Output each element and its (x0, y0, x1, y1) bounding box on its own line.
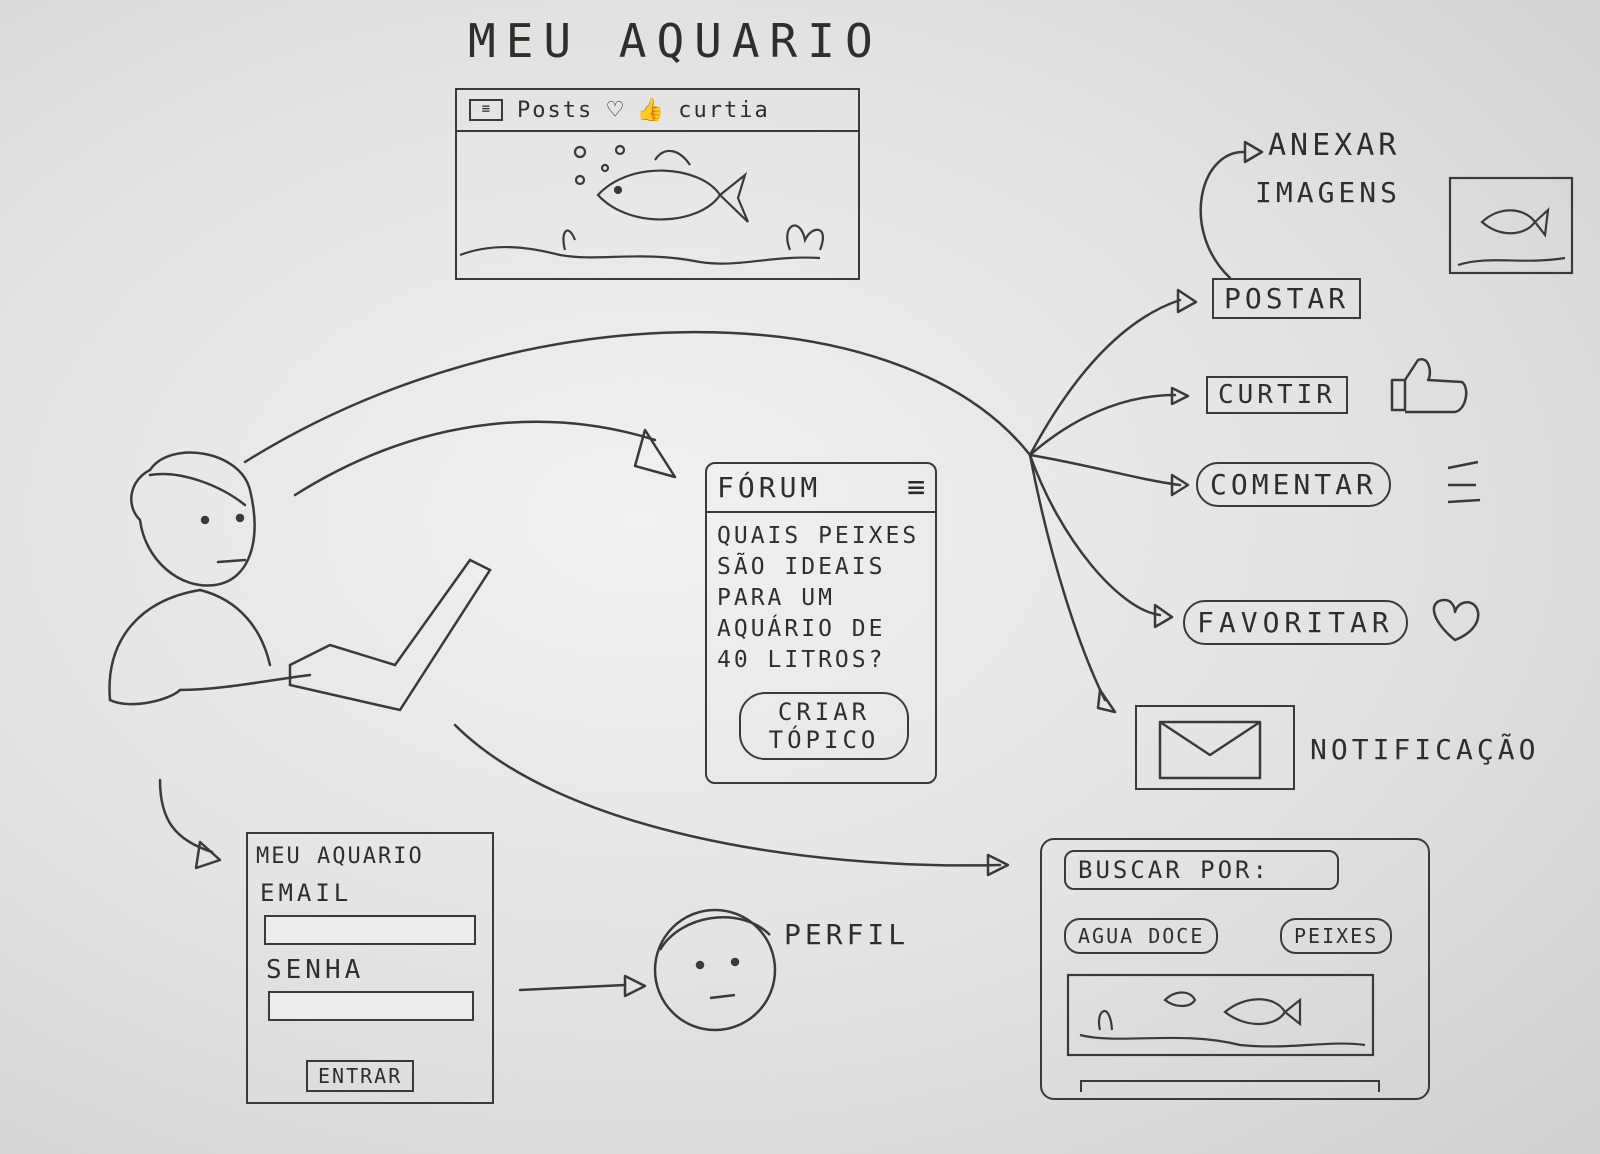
tab-curtia[interactable]: curtia (678, 97, 770, 123)
anexar-label-line2: IMAGENS (1255, 176, 1402, 209)
login-screen: MEU AQUARIO EMAIL SENHA ENTRAR (246, 832, 494, 1104)
arrow-hub-to-notificacao (1028, 453, 1107, 702)
arrowhead-forum (633, 428, 677, 479)
anexar-label-line1: ANEXAR (1268, 128, 1401, 163)
arrowhead-curtir (1170, 386, 1190, 406)
posts-list-icon: ≡ (469, 99, 503, 121)
tab-posts[interactable]: Posts (517, 97, 594, 123)
forum-menu-icon[interactable]: ≡ (906, 470, 925, 505)
thumbs-tab-icon[interactable]: 👍 (636, 97, 665, 123)
feed-tab-bar: ≡ Posts ♡ 👍 curtia (457, 90, 858, 132)
heart-icon (1432, 598, 1480, 642)
filter-agua-doce[interactable]: AGUA DOCE (1064, 918, 1219, 954)
menu-lines-icon (1447, 460, 1481, 504)
email-field[interactable] (264, 915, 476, 945)
arrow-user-to-hub (243, 330, 1032, 464)
arrowhead-profile (623, 974, 647, 998)
envelope-icon (1158, 720, 1262, 780)
enter-button[interactable]: ENTRAR (306, 1060, 415, 1092)
arrow-postar-to-anexar (1199, 150, 1247, 280)
app-title: MEU AQUARIO (468, 14, 883, 68)
forum-screen: FÓRUM ≡ QUAIS PEIXES SÃO IDEAIS PARA UM … (705, 462, 937, 784)
curtir-button[interactable]: CURTIR (1206, 376, 1348, 414)
arrowhead-comentar (1170, 473, 1190, 497)
search-bottom-bar[interactable] (1080, 1080, 1380, 1092)
search-screen: BUSCAR POR: AGUA DOCE PEIXES (1040, 838, 1430, 1100)
forum-title: FÓRUM (717, 471, 822, 504)
filter-peixes[interactable]: PEIXES (1280, 918, 1393, 954)
attached-image-icon (1448, 176, 1574, 275)
arrow-user-to-login (158, 778, 214, 854)
arrowhead-anexar (1243, 140, 1264, 164)
arrow-hub-to-postar (1028, 298, 1182, 457)
notificacao-label: NOTIFICAÇÃO (1310, 733, 1540, 766)
arrow-hub-to-comentar (1028, 453, 1182, 487)
senha-field[interactable] (268, 991, 474, 1021)
user-sketch-icon (108, 451, 492, 712)
create-topic-line2: TÓPICO (768, 726, 880, 754)
email-label: EMAIL (260, 879, 353, 907)
arrowhead-login (194, 840, 222, 870)
search-result-image-icon (1066, 973, 1375, 1057)
arrowhead-postar (1176, 288, 1198, 314)
arrow-login-to-profile (518, 983, 627, 992)
senha-label: SENHA (266, 955, 365, 985)
favoritar-button[interactable]: FAVORITAR (1183, 600, 1408, 645)
create-topic-button[interactable]: CRIAR TÓPICO (739, 692, 909, 760)
search-input[interactable]: BUSCAR POR: (1064, 850, 1339, 890)
comentar-button[interactable]: COMENTAR (1196, 462, 1391, 507)
arrow-hub-to-curtir (1028, 393, 1177, 457)
login-title: MEU AQUARIO (256, 844, 424, 869)
feed-screen-sketch: ≡ Posts ♡ 👍 curtia (455, 88, 860, 280)
arrow-user-to-forum (293, 420, 657, 497)
arrowhead-search (986, 853, 1010, 877)
notification-box[interactable] (1135, 705, 1295, 790)
arrowhead-notificacao (1096, 688, 1117, 714)
heart-tab-icon[interactable]: ♡ (607, 95, 623, 125)
profile-avatar-icon (653, 908, 777, 1032)
forum-question[interactable]: QUAIS PEIXES SÃO IDEAIS PARA UM AQUÁRIO … (717, 523, 920, 673)
postar-button[interactable]: POSTAR (1212, 278, 1362, 319)
arrow-hub-to-favoritar (1028, 453, 1162, 617)
arrowhead-favoritar (1153, 603, 1174, 629)
arrow-user-to-search (453, 723, 1002, 867)
thumbs-up-icon (1390, 357, 1468, 414)
fish-illustration-icon (459, 144, 824, 265)
forum-header: FÓRUM ≡ (707, 464, 935, 513)
create-topic-line1: CRIAR (777, 698, 871, 726)
profile-label: PERFIL (784, 918, 910, 951)
